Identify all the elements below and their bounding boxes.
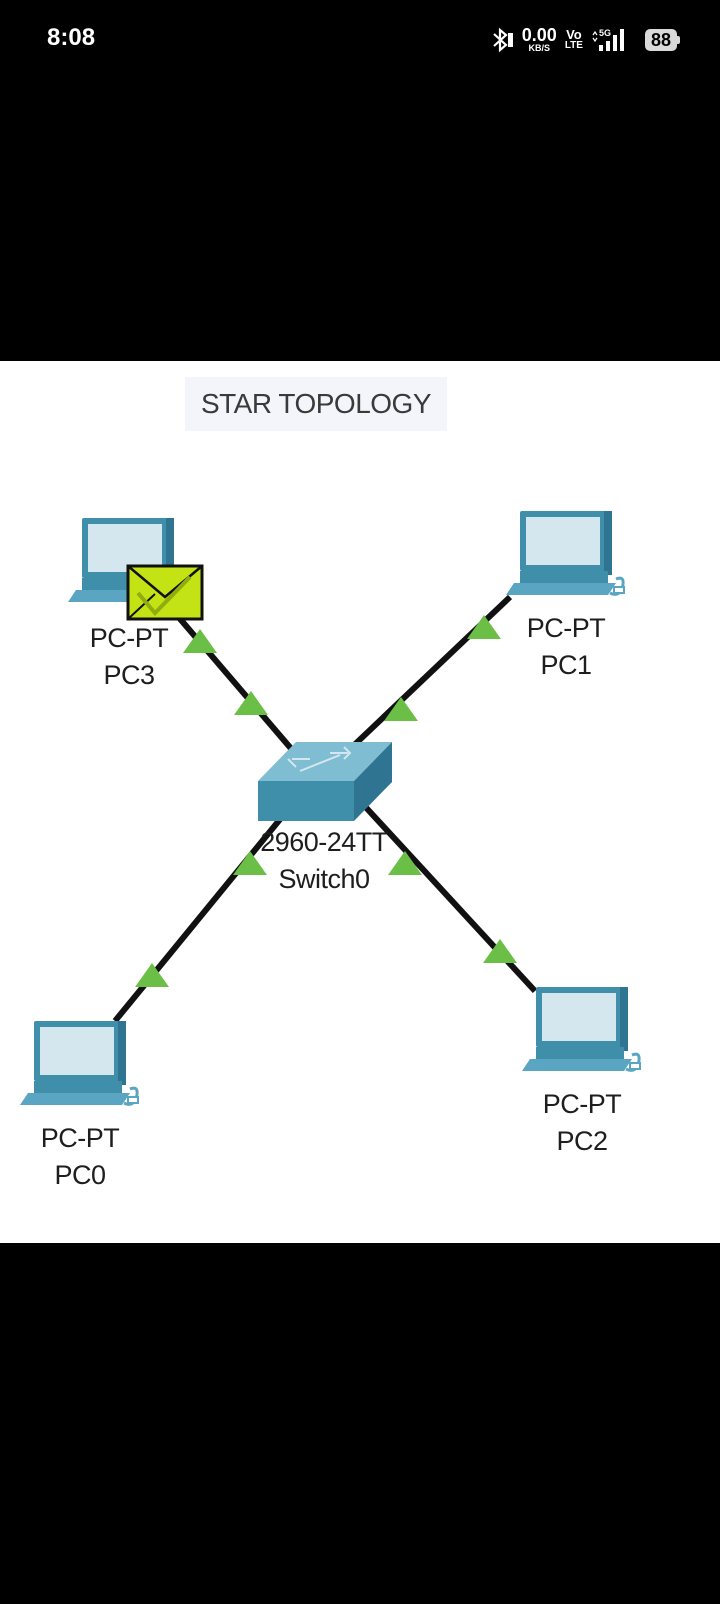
bluetooth-icon: [493, 27, 513, 52]
pc2-label: PC-PT PC2: [543, 1089, 622, 1157]
switch-icon[interactable]: [258, 742, 392, 821]
pc2-model: PC-PT: [542, 1089, 622, 1119]
pc2-name: PC2: [556, 1126, 608, 1156]
link-light: [135, 963, 169, 987]
status-icons: 0.00 KB/S Vo LTE 5G 88: [490, 26, 680, 53]
battery-icon: 88: [644, 28, 680, 51]
pc0-label: PC-PT PC0: [41, 1123, 120, 1191]
pc0-computer-icon[interactable]: [18, 1019, 140, 1107]
link-light: [467, 615, 501, 639]
pc2-computer-icon[interactable]: [520, 985, 642, 1073]
link-lights: [135, 615, 517, 987]
pc3-label: PC-PT PC3: [90, 623, 169, 691]
link-light: [384, 697, 418, 721]
status-time: 8:08: [47, 24, 96, 51]
link-light: [233, 851, 267, 875]
switch-name: Switch0: [278, 864, 370, 894]
link-light: [388, 851, 422, 875]
pc1-model: PC-PT: [526, 613, 606, 643]
pc0-model: PC-PT: [40, 1123, 120, 1153]
pc1-computer-icon[interactable]: [504, 509, 626, 597]
net-speed-value: 0.00: [521, 25, 557, 45]
status-bar: 8:08 0.00 KB/S Vo LTE 5G 88: [0, 0, 720, 80]
switch-model: 2960-24TT: [260, 827, 388, 857]
link-light: [234, 691, 268, 715]
net-speed-unit: KB/S: [528, 43, 551, 53]
volte-top: Vo: [566, 27, 582, 42]
volte-bottom: LTE: [564, 40, 583, 51]
link-pc3-switch: [172, 611, 303, 761]
diagram-canvas: STAR TOPOLOGY: [0, 361, 720, 1243]
switch-label: 2960-24TT Switch0: [260, 827, 388, 895]
net-speed: 0.00 KB/S: [522, 26, 557, 53]
network-type: 5G: [599, 28, 611, 38]
diagram-title: STAR TOPOLOGY: [185, 377, 447, 431]
pc3-name: PC3: [103, 660, 155, 690]
pc0-name: PC0: [54, 1160, 106, 1190]
battery-level: 88: [644, 28, 677, 51]
link-light: [183, 629, 217, 653]
pc1-label: PC-PT PC1: [527, 613, 606, 681]
topology-links: [18, 509, 642, 1107]
envelope-icon: [126, 564, 204, 621]
volte-indicator: Vo LTE: [565, 28, 583, 51]
link-light: [483, 939, 517, 963]
pc1-name: PC1: [540, 650, 592, 680]
signal-icon: 5G: [592, 28, 624, 51]
pc3-model: PC-PT: [89, 623, 169, 653]
